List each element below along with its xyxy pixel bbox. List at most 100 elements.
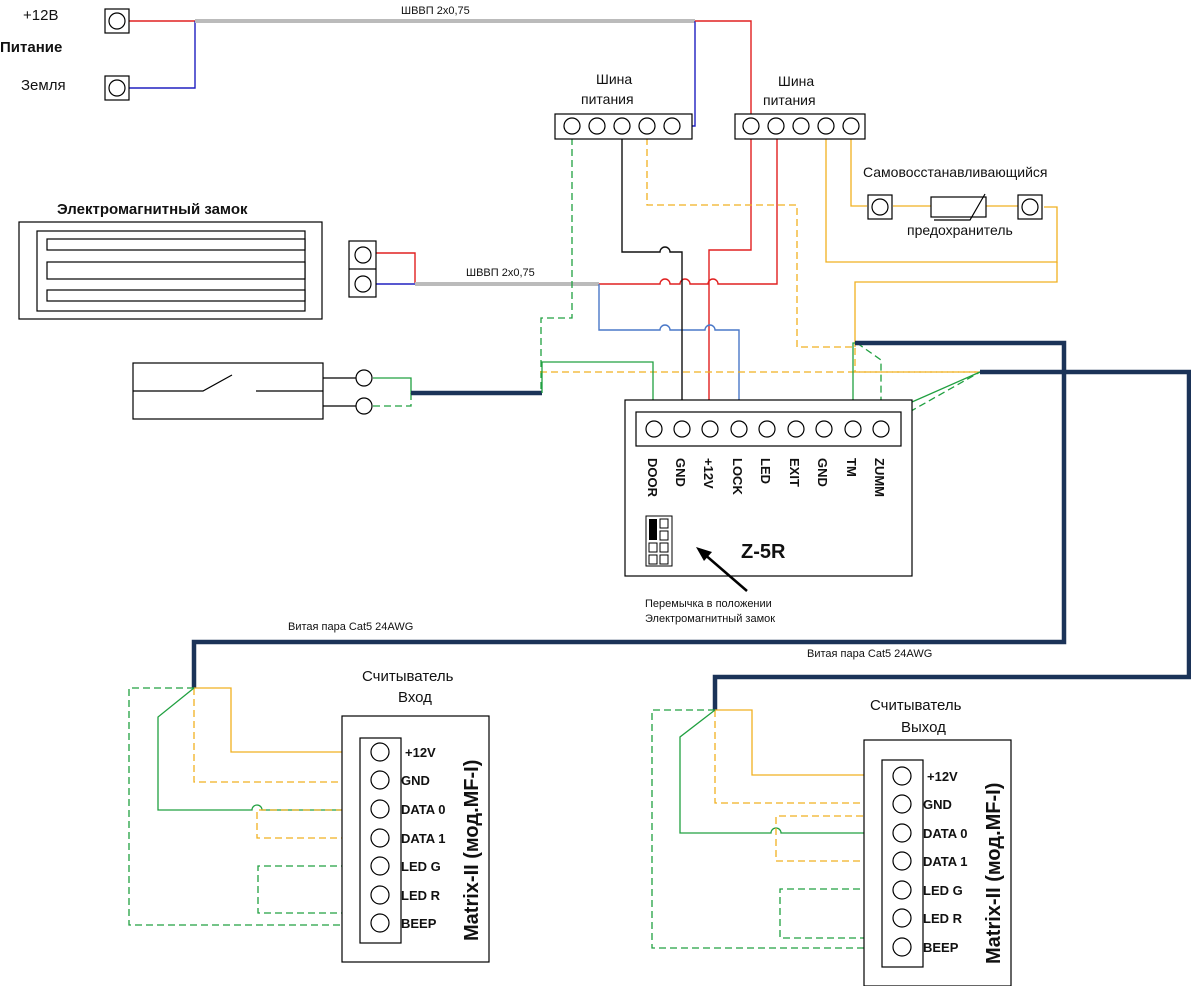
wire-door-green [541, 361, 654, 428]
power-source: +12В Питание Земля ШВВП 2х0,75 [0, 5, 470, 101]
wire-fuse-in [850, 127, 867, 207]
wire-out-12v [715, 709, 893, 776]
wire-out-beep [651, 709, 893, 949]
fuse-label-2: предохранитель [907, 222, 1013, 238]
fuse-terminal-right-screw [1021, 198, 1039, 216]
label-ground: Земля [21, 77, 66, 94]
reader-in-label: LED G [401, 859, 441, 874]
reader-in-label: DATA 0 [401, 802, 446, 817]
reader-in-label: DATA 1 [401, 831, 446, 846]
lock-bar-1 [46, 238, 306, 251]
wires [128, 19, 1191, 949]
reader-out-label: DATA 1 [923, 854, 968, 869]
cable-twisted-right [712, 369, 1191, 710]
wire-in-ledg [257, 865, 371, 923]
controller-pin-door [645, 420, 663, 438]
wire-in-data0 [157, 687, 370, 811]
wire-out-data0 [679, 709, 893, 834]
reader-out-pin-data0 [892, 823, 912, 843]
bus-left-pin [613, 117, 631, 135]
exit-button [132, 362, 373, 420]
reader-in-title-2: Вход [398, 689, 432, 706]
jumper-pin [659, 518, 669, 529]
exit-button-terminal-1 [355, 369, 373, 387]
reader-out-pin-ledr [892, 908, 912, 928]
bus-left-pin [663, 117, 681, 135]
controller-label-zumm: ZUMM [872, 458, 887, 497]
controller-label-lock: LOCK [730, 458, 745, 495]
electromagnetic-lock: Электромагнитный замок ШВВП 2х0,75 [18, 201, 535, 320]
bus-right-pin [817, 117, 835, 135]
reader-out-model: Matrix-II (мод.MF-I) [983, 783, 1005, 964]
bus-left-pin [638, 117, 656, 135]
reader-in-label: LED R [401, 888, 441, 903]
reader-in-pin-12v [370, 742, 390, 762]
label-cable-top: ШВВП 2х0,75 [401, 5, 470, 17]
controller-label-exit: EXIT [787, 458, 802, 487]
bus-right-title-1: Шина [778, 73, 814, 89]
jumper-block [645, 515, 673, 567]
reader-in-pin-data1 [370, 828, 390, 848]
reader-out-pin-gnd [892, 794, 912, 814]
label-plus12: +12В [23, 7, 58, 24]
controller-label-12v: +12V [701, 458, 716, 489]
reader-out-title-2: Выход [901, 719, 946, 736]
cable-twisted-left [191, 340, 1067, 688]
controller-label-gnd2: GND [815, 458, 830, 487]
reader-in: Считыватель Вход +12V GND DATA 0 DATA 1 … [341, 668, 490, 963]
reader-out: Считыватель Выход +12V GND DATA 0 DATA 1… [863, 697, 1012, 986]
lock-title: Электромагнитный замок [57, 201, 248, 218]
reader-in-title-1: Считыватель [362, 668, 454, 685]
jumper-note-1: Перемычка в положении [645, 598, 772, 610]
lock-cable-label: ШВВП 2х0,75 [466, 267, 535, 279]
jumper-pin [659, 554, 669, 565]
reader-in-pin-ledr [370, 885, 390, 905]
wire-bus-to-12v [708, 126, 752, 428]
wire-ground-blue [129, 21, 196, 89]
wire-in-beep [128, 687, 370, 926]
bus-left-title-1: Шина [596, 71, 632, 87]
terminal-plus12-screw [108, 12, 126, 30]
wire-button-green-dashed [373, 392, 412, 407]
exit-button-switch-symbol [133, 374, 323, 392]
reader-out-pin-beep [892, 937, 912, 957]
lock-terminal-2 [354, 275, 372, 293]
controller-pin-zumm [872, 420, 890, 438]
wire-bus-green-dashed [540, 127, 573, 392]
jumper-pin [659, 542, 669, 553]
bus-left-pin [588, 117, 606, 135]
bus-right-pin [792, 117, 810, 135]
controller-label-tm: TM [844, 458, 859, 477]
terminal-ground-screw [108, 79, 126, 97]
wire-lock-red [363, 252, 416, 283]
wire-fuse-to-tm [854, 262, 1058, 347]
reader-in-pin-data0 [370, 799, 390, 819]
bus-right-pin [767, 117, 785, 135]
label-twisted-right: Витая пара Cat5 24AWG [807, 648, 932, 660]
bus-right-pin [742, 117, 760, 135]
jumper-note-2: Электромагнитный замок [645, 613, 775, 625]
controller-name: Z-5R [741, 541, 786, 563]
jumper-cap [649, 519, 657, 540]
fuse-thermistor-mark [934, 193, 986, 221]
controller-pin-gnd [673, 420, 691, 438]
reader-out-label: BEEP [923, 940, 959, 955]
fuse-body [930, 196, 987, 218]
reader-in-pin-gnd [370, 770, 390, 790]
reader-out-label: DATA 0 [923, 826, 968, 841]
reader-out-label: LED R [923, 911, 963, 926]
reader-in-label: BEEP [401, 916, 437, 931]
wire-bus-left-blue [680, 21, 696, 127]
exit-button-terminal-2 [355, 397, 373, 415]
reader-out-label: LED G [923, 883, 963, 898]
bus-right-title-2: питания [763, 92, 816, 108]
bus-left-title-2: питания [581, 91, 634, 107]
reader-in-model: Matrix-II (мод.MF-I) [461, 760, 483, 941]
arrow-shaft [702, 552, 748, 592]
controller-pin-gnd2 [815, 420, 833, 438]
fuse-label-1: Самовосстанавливающийся [863, 164, 1048, 180]
wire-bus-right-red [695, 20, 752, 126]
bus-left: Шина питания [554, 71, 693, 140]
controller-z5r: DOOR GND +12V LOCK LED EXIT GND TM ZUMM … [624, 399, 913, 577]
